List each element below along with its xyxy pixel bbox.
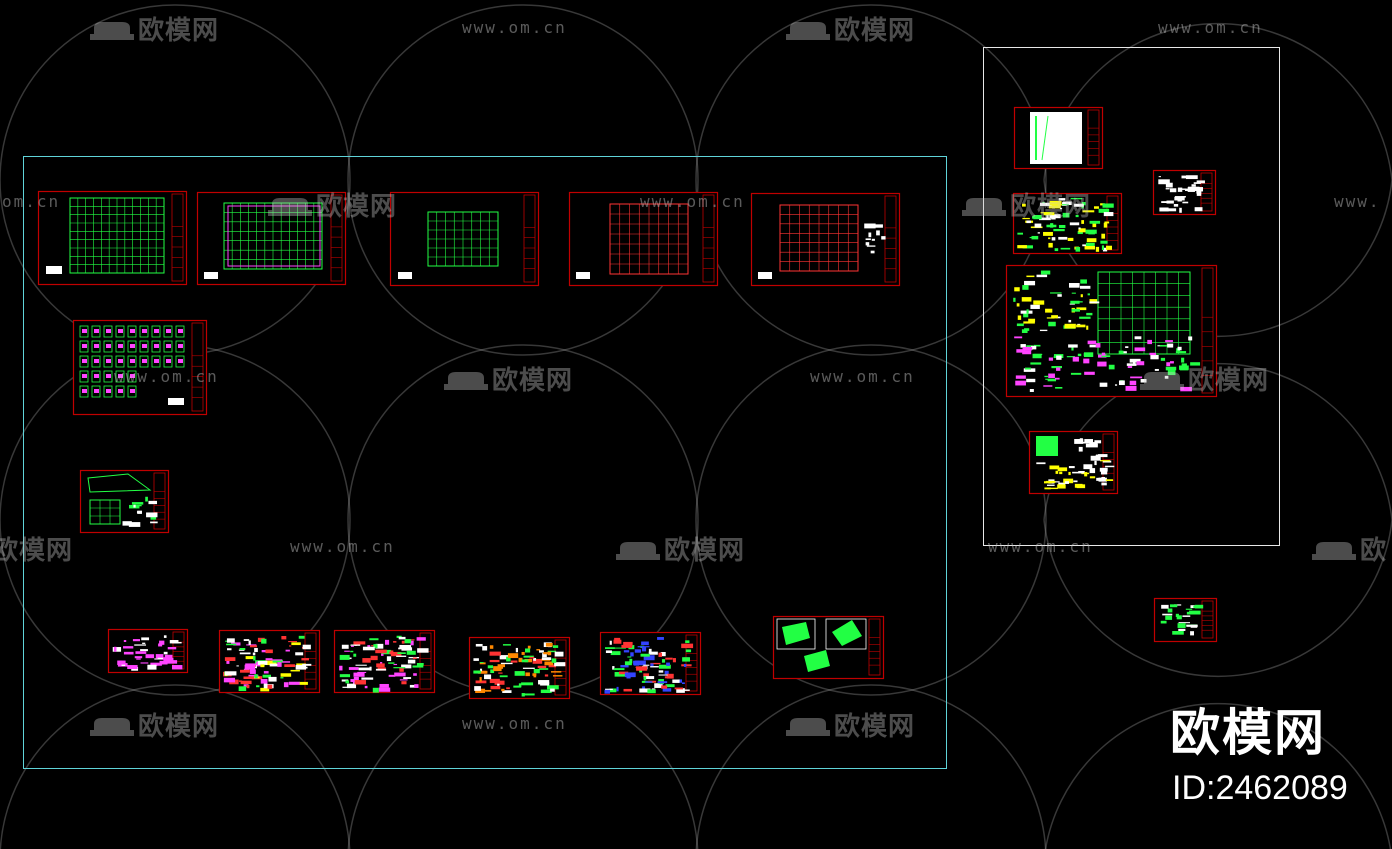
sofa-icon [90,715,134,737]
watermark-url: www.om.cn [290,537,395,556]
sheet-detail-1[interactable] [79,469,170,534]
sofa-icon [268,195,312,217]
watermark-logo: 欧 [1312,530,1387,567]
sheet-detail-6[interactable] [599,631,702,696]
sofa-icon [786,19,830,41]
sofa-icon [1312,539,1356,561]
brand-logo-text: 欧模网 [1170,704,1326,762]
sofa-icon [90,19,134,41]
watermark-url: www.om.cn [462,18,567,37]
watermark-url: www.om.cn [1158,18,1263,37]
drawing-sheets [37,106,1218,700]
sofa-icon [1140,369,1184,391]
sheet-plan-5[interactable] [750,192,901,287]
sheet-detail-3[interactable] [218,629,321,694]
sheet-small[interactable] [1153,597,1218,643]
sheet-foundation-plan[interactable] [1005,264,1218,398]
watermark-logo: 欧模网 [444,360,573,397]
sofa-icon [786,715,830,737]
sheet-plan-3[interactable] [389,191,540,287]
watermark-url: www.om.cn [462,714,567,733]
watermark-url: www.om.cn [640,192,745,211]
sheet-detail-5[interactable] [468,636,571,700]
white-layout-frame[interactable] [983,47,1280,546]
sheet-plan-1[interactable] [37,190,188,286]
sheet-notes-1[interactable] [1013,106,1104,170]
watermark-url: www.om.cn [114,367,219,386]
watermark-logo: 欧模网 [1140,360,1269,397]
watermark-url: www.om.cn [810,367,915,386]
sheet-notes-3[interactable] [1012,192,1123,255]
sheet-plan-2[interactable] [196,191,347,286]
sofa-icon [962,195,1006,217]
watermark-logo: 欧模网 [786,706,915,743]
sofa-icon [616,539,660,561]
watermark-logo: 欧模网 [90,10,219,47]
sofa-icon [444,369,488,391]
sheet-detail-2[interactable] [107,628,189,674]
cyan-layout-frame[interactable] [23,156,947,769]
watermark-logo: 欧模网 [0,536,74,566]
watermark-logo: 欧模网 [90,706,219,743]
watermark-logo: 欧模网 [786,10,915,47]
watermark-url: www.om.cn [988,537,1093,556]
watermark-url: www. [1334,192,1381,211]
sheet-detail-4[interactable] [333,629,436,694]
sheet-detail-7[interactable] [772,615,885,680]
model-id-label: ID:2462089 [1172,769,1348,807]
sheet-plan-4[interactable] [568,191,719,287]
watermark-url: om.cn [2,192,61,211]
sheet-column-schedule[interactable] [72,319,208,416]
sheet-notes-4[interactable] [1028,430,1119,495]
sheet-notes-2[interactable] [1152,169,1217,216]
watermark-logo: 欧模网 [268,186,397,223]
watermark-logo: 欧模网 [962,186,1091,223]
watermark-logo: 欧模网 [616,530,745,567]
